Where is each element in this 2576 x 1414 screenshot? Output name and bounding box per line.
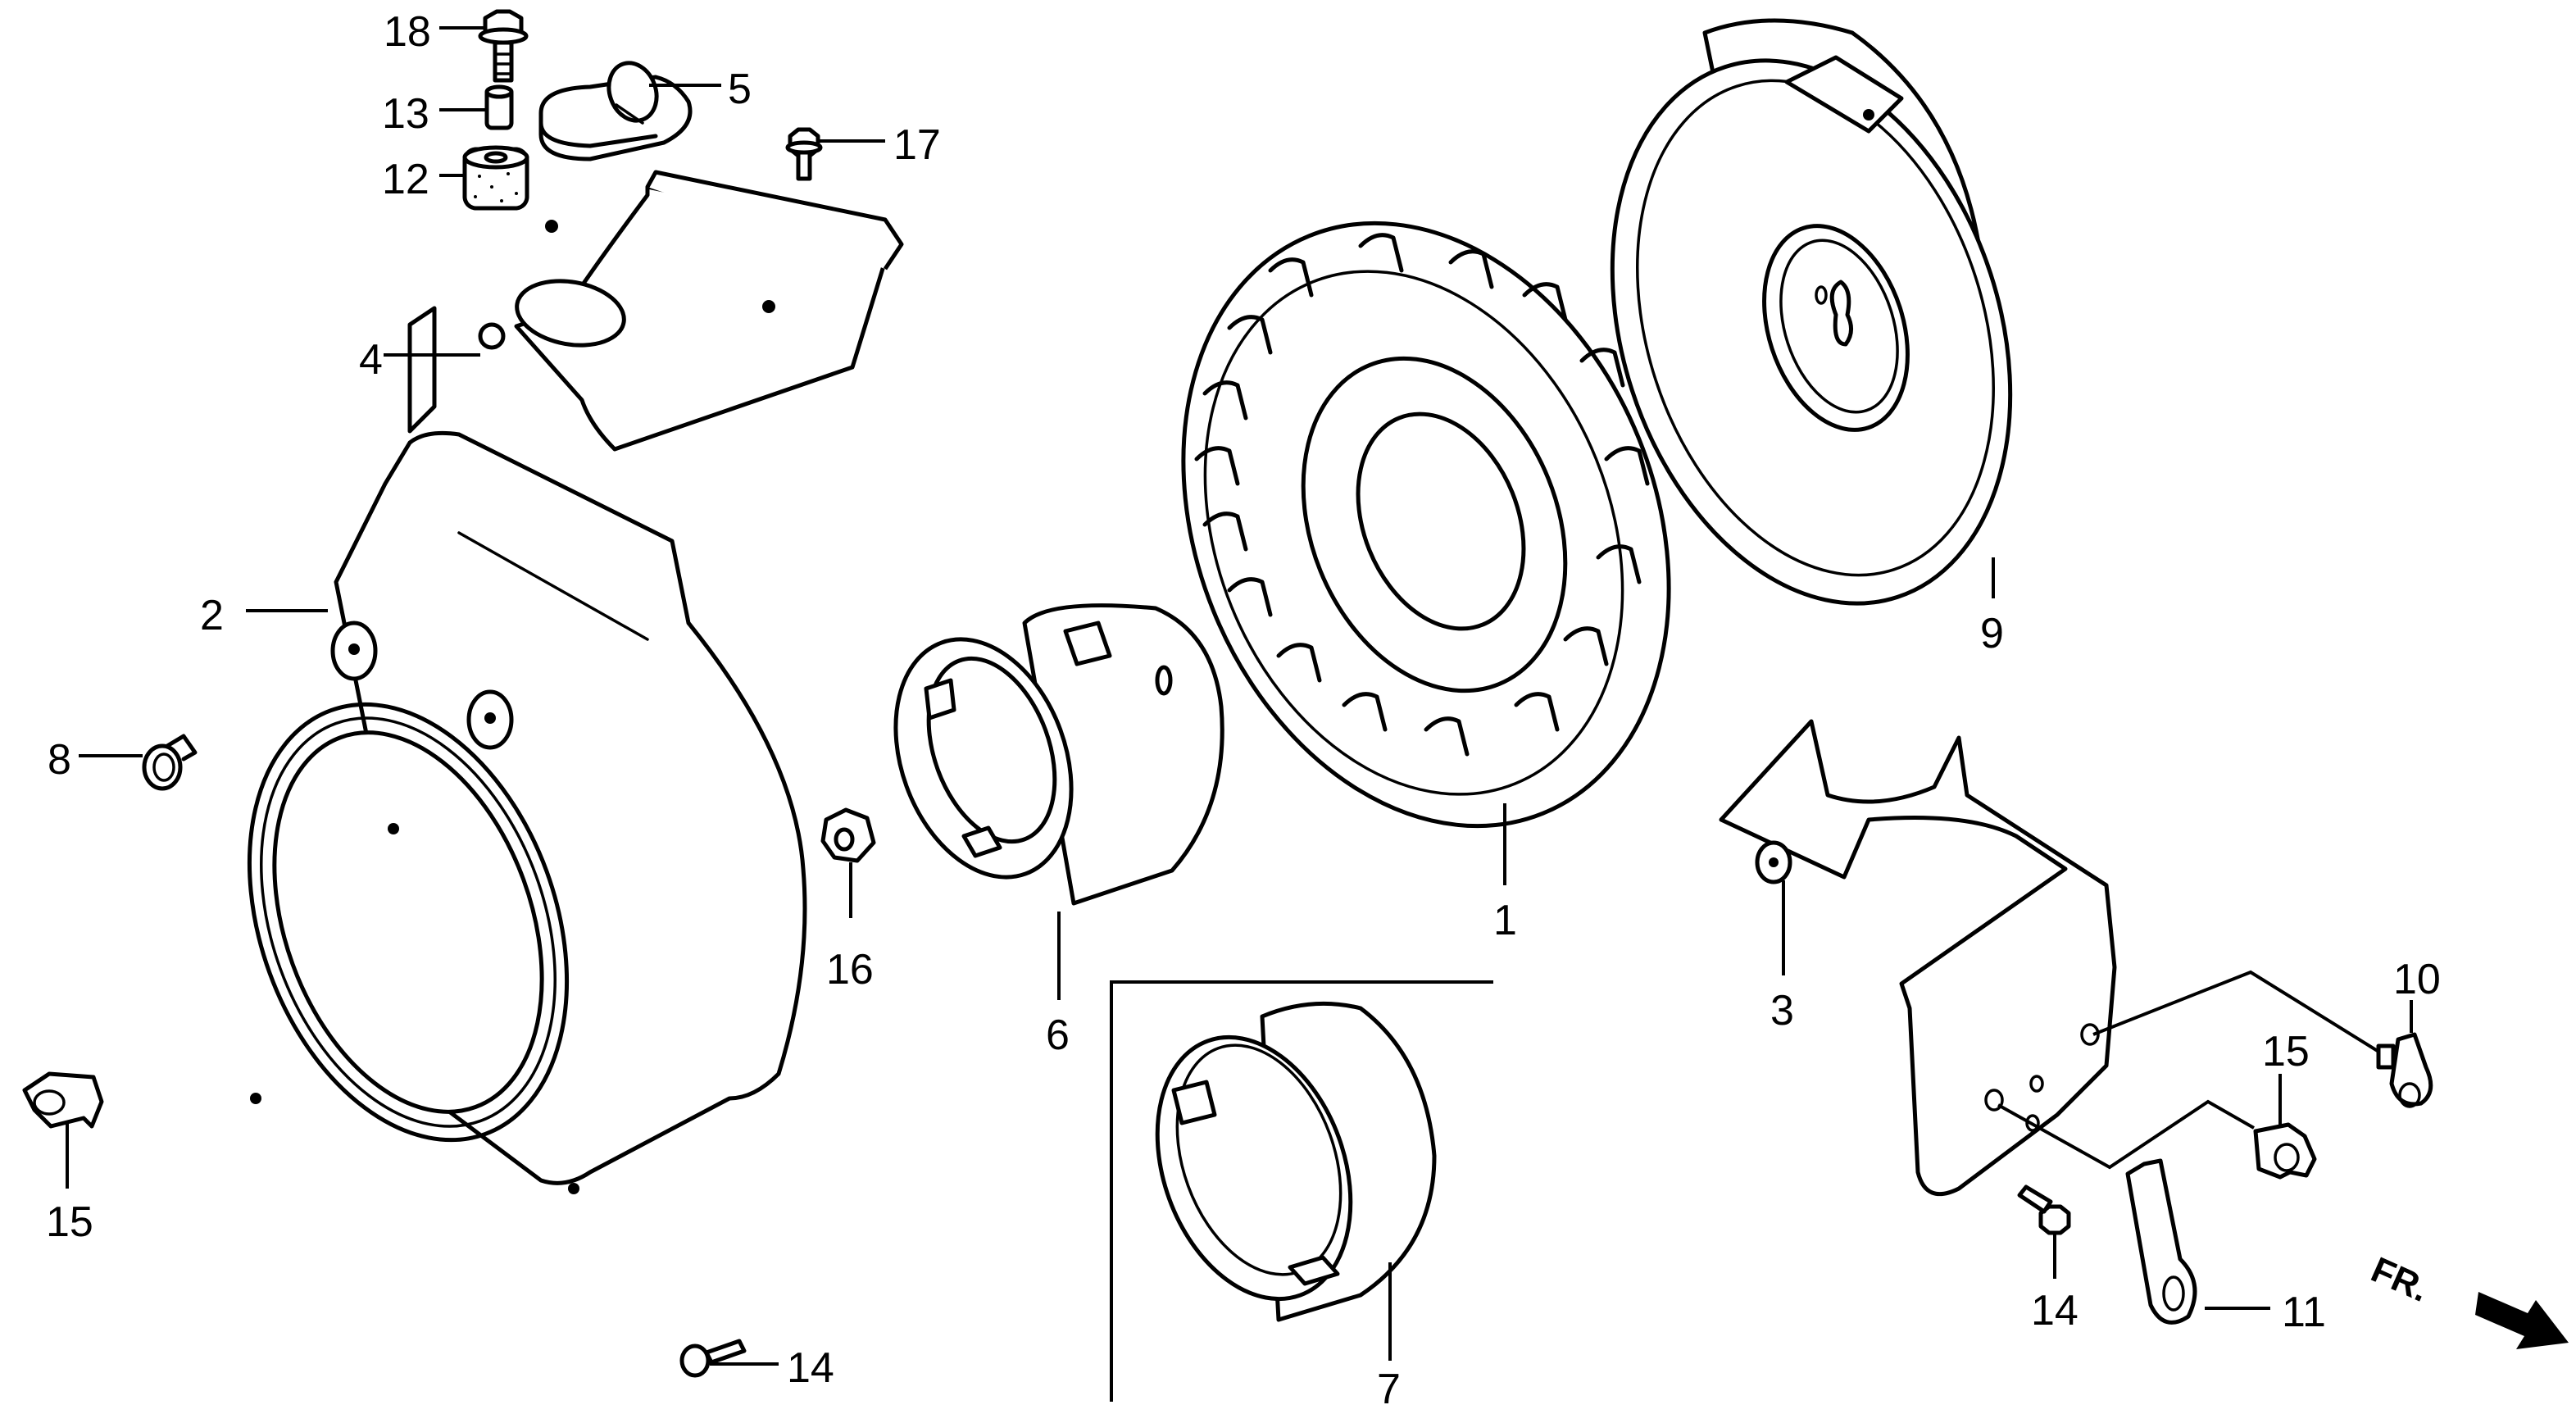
label-4: 4 [359,336,383,384]
flange-bolt-14-right[interactable] [2017,1184,2071,1235]
label-6: 6 [1046,1012,1070,1059]
wire-clip-15-right[interactable] [2253,1122,2317,1180]
starter-pulley-6[interactable] [865,603,1224,906]
alternate-part-frame [1110,980,1493,1402]
flywheel-9[interactable] [1546,9,2077,656]
assembly-line-15 [1997,1099,2255,1170]
flange-bolt-14-left[interactable] [679,1339,747,1378]
front-label: FR. [2365,1249,2435,1310]
cooling-fan-1[interactable] [1097,150,1756,899]
air-guide-plate-4[interactable] [407,170,904,452]
label-9: 9 [1980,610,2004,657]
front-arrow-icon [2475,1292,2569,1349]
front-direction-indicator: FR. [2365,1249,2569,1349]
label-15-left: 15 [46,1198,93,1246]
cable-clamp-11[interactable] [2125,1158,2197,1325]
label-12: 12 [382,156,429,203]
assembly-line-10 [2092,970,2382,1054]
label-1: 1 [1493,897,1517,944]
wire-clip-15-left[interactable] [22,1071,104,1129]
label-14-left: 14 [787,1344,834,1392]
label-13: 13 [382,90,429,138]
label-10: 10 [2393,956,2441,1003]
label-17: 17 [893,121,941,169]
label-3: 3 [1770,987,1794,1034]
label-15-right: 15 [2262,1028,2310,1075]
label-8: 8 [48,736,71,784]
clip-10[interactable] [2376,1032,2433,1108]
starter-pulley-7[interactable] [1123,1001,1437,1325]
label-7: 7 [1377,1366,1401,1413]
label-2: 2 [200,592,224,639]
label-18: 18 [384,8,431,56]
bolt-18[interactable] [478,9,529,83]
fan-cover-2[interactable] [193,430,807,1194]
grommet-5[interactable] [538,57,693,161]
rubber-mount-12[interactable] [462,145,529,211]
label-11: 11 [2282,1289,2326,1336]
label-5: 5 [728,66,752,113]
collar-13[interactable] [484,84,514,130]
bolt-17[interactable] [785,127,823,181]
bracket-3[interactable] [1719,719,2117,1197]
hose-clamp-8[interactable] [142,734,198,791]
label-14-right: 14 [2031,1287,2079,1334]
label-16: 16 [826,946,874,993]
flange-nut-16[interactable] [820,807,876,863]
